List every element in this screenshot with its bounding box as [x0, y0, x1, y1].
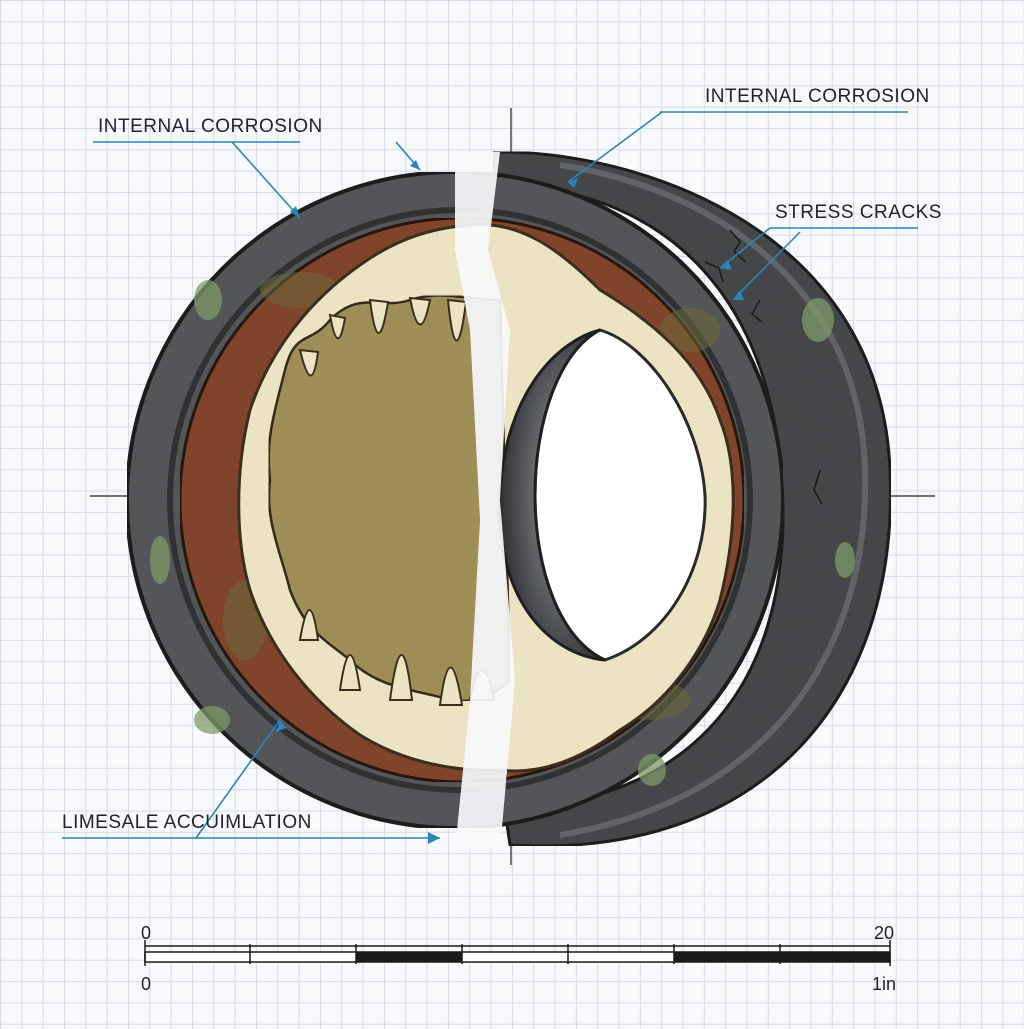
- scale-top-start: 0: [141, 923, 152, 943]
- scale-bar: [144, 940, 891, 966]
- bore-inner-wall: [498, 328, 606, 662]
- scale-bar-segment-2: [674, 952, 890, 962]
- label-internal-corrosion-right: INTERNAL CORROSION: [705, 86, 930, 107]
- section-split-gap: [455, 152, 515, 850]
- leader-internal-corrosion-right: [567, 111, 663, 183]
- leader-internal-corrosion-left-a: [231, 141, 301, 219]
- label-limescale: LIMESALE ACCUIMLATION: [62, 812, 312, 833]
- label-internal-corrosion-left: INTERNAL CORROSION: [98, 116, 323, 137]
- callout-arrowheads: [276, 160, 744, 844]
- stress-crack-lines: [704, 229, 823, 505]
- label-stress-cracks: STRESS CRACKS: [775, 202, 942, 223]
- scale-bar-ticks: [144, 940, 891, 966]
- scale-bottom-start: 0: [141, 974, 152, 994]
- pipe-shell-edge-highlight: [559, 162, 869, 838]
- limescale-drips: [298, 296, 496, 706]
- leader-stress-cracks-b: [732, 231, 801, 301]
- scale-bar-segment-1: [356, 952, 462, 962]
- oxidation-patches: [150, 280, 855, 786]
- scale-top-end: 20: [874, 923, 895, 943]
- scale-bottom-end: 1in: [872, 974, 897, 994]
- leader-limescale: [195, 719, 281, 839]
- pipe-outer-shell-right: [491, 150, 892, 848]
